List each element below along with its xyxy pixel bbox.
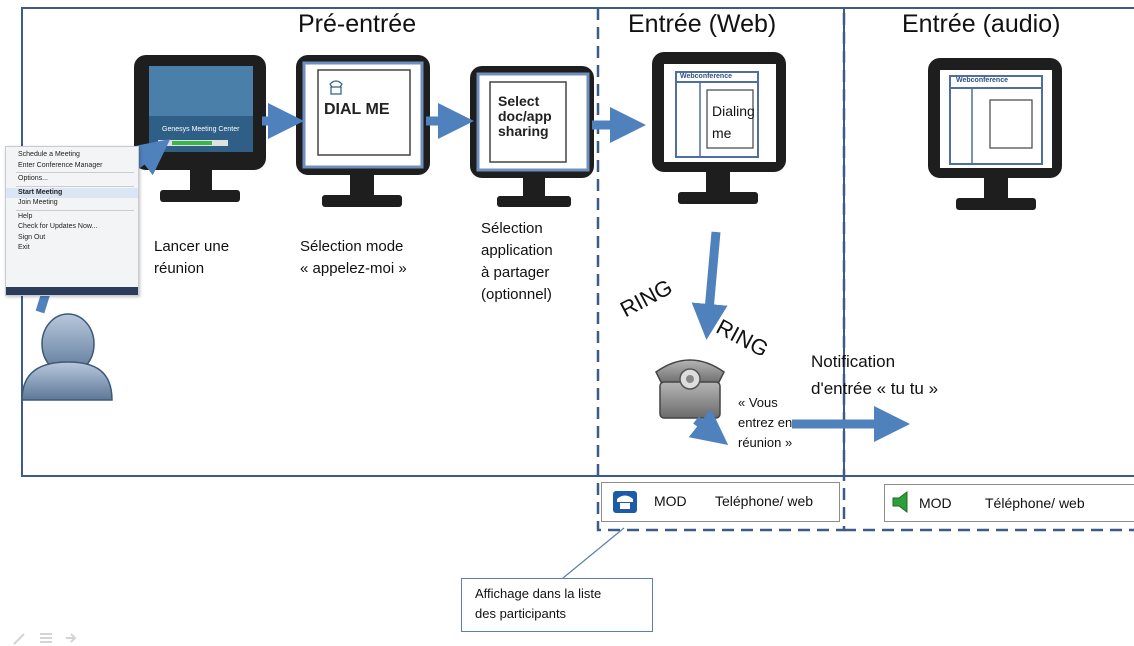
vous-line-3: réunion » bbox=[738, 435, 793, 450]
menu-item-check-updates[interactable]: Check for Updates Now... bbox=[18, 223, 98, 230]
caption-launch-line-1: Lancer une bbox=[154, 238, 230, 255]
select-doc-line-2: doc/app bbox=[498, 108, 552, 124]
phase-title-pre-entry: Pré-entrée bbox=[298, 10, 417, 38]
caption-mode-line-2: « appelez-moi » bbox=[300, 260, 407, 277]
dialing-line-2: me bbox=[712, 125, 732, 141]
dialing-line-1: Dialing bbox=[712, 103, 755, 119]
participant-type-web: Teléphone/ web bbox=[715, 493, 814, 509]
participant-row-web: MOD Teléphone/ web bbox=[601, 482, 840, 522]
caption-mode-line-1: Sélection mode bbox=[300, 238, 404, 255]
taskbar bbox=[6, 287, 138, 295]
callout-pointer bbox=[562, 527, 625, 579]
select-doc-label: Select doc/app sharing bbox=[498, 94, 552, 139]
arrow-icon bbox=[66, 633, 77, 643]
menu-icon bbox=[40, 633, 52, 643]
webconf-title-audio: Webconference bbox=[956, 77, 1008, 84]
arrow-web-to-phone bbox=[691, 231, 728, 340]
monitor-audio bbox=[928, 58, 1062, 210]
vous-entrez-label: « Vous entrez en réunion » bbox=[738, 393, 792, 453]
menu-item-conference-manager[interactable]: Enter Conference Manager bbox=[18, 161, 103, 169]
telephone-icon bbox=[613, 491, 637, 513]
caption-mode: Sélection mode « appelez-moi » bbox=[300, 236, 407, 280]
menu-item-help[interactable]: Help bbox=[18, 212, 33, 220]
callout-line-2: des participants bbox=[475, 606, 567, 621]
notification-line-1: Notification bbox=[811, 352, 896, 371]
telephone-icon bbox=[655, 359, 725, 419]
select-doc-line-3: sharing bbox=[498, 123, 549, 139]
user-silhouette-icon bbox=[21, 313, 113, 401]
notification-label: Notification d'entrée « tu tu » bbox=[811, 348, 938, 402]
monitor-dial-me bbox=[296, 55, 430, 207]
footer-icons bbox=[13, 633, 77, 645]
vous-line-1: « Vous bbox=[738, 395, 778, 410]
caption-app: Sélection application à partager (option… bbox=[481, 218, 553, 306]
menu-separator bbox=[16, 172, 134, 173]
caption-launch: Lancer une réunion bbox=[154, 236, 229, 280]
caption-app-line-2: application bbox=[481, 242, 553, 259]
caption-app-line-3: à partager bbox=[481, 264, 550, 281]
participant-mode-web: MOD bbox=[654, 493, 687, 509]
menu-separator bbox=[16, 185, 134, 187]
caption-launch-line-2: réunion bbox=[154, 260, 205, 277]
participant-list-callout: Affichage dans la liste des participants bbox=[461, 578, 653, 632]
menu-item-exit[interactable]: Exit bbox=[18, 244, 30, 251]
caption-app-line-4: (optionnel) bbox=[481, 286, 552, 303]
menu-item-join-meeting[interactable]: Join Meeting bbox=[18, 199, 58, 206]
speaker-icon bbox=[892, 491, 908, 513]
menu-item-options[interactable]: Options... bbox=[18, 175, 48, 182]
dial-me-label: DIAL ME bbox=[324, 101, 390, 118]
phase-title-entry-audio: Entrée (audio) bbox=[902, 10, 1061, 38]
notification-line-2: d'entrée « tu tu » bbox=[811, 379, 939, 398]
menu-item-start-meeting[interactable]: Start Meeting bbox=[6, 187, 138, 198]
vous-line-2: entrez en bbox=[738, 415, 793, 430]
select-doc-line-1: Select bbox=[498, 93, 540, 109]
participant-row-audio: MOD Téléphone/ web bbox=[884, 484, 1134, 522]
pen-icon bbox=[13, 633, 25, 645]
webconf-title: Webconference bbox=[680, 73, 732, 80]
callout-line-1: Affichage dans la liste bbox=[475, 586, 602, 601]
participant-type-audio: Téléphone/ web bbox=[985, 495, 1085, 511]
web-dashed-region bbox=[596, 8, 846, 532]
splash-brand: Genesys Meeting Center bbox=[162, 126, 240, 133]
caption-app-line-1: Sélection bbox=[481, 220, 543, 237]
menu-separator bbox=[16, 209, 134, 211]
monitor-select-doc bbox=[470, 66, 594, 207]
menu-item-sign-out[interactable]: Sign Out bbox=[18, 233, 46, 241]
phase-title-entry-web: Entrée (Web) bbox=[628, 10, 777, 38]
monitor-dialing bbox=[652, 52, 786, 204]
menu-item-schedule[interactable]: Schedule a Meeting bbox=[18, 151, 80, 158]
tray-context-menu: Schedule a Meeting Enter Conference Mana… bbox=[5, 146, 139, 296]
arrow-phone-to-vous bbox=[688, 408, 729, 446]
participant-mode-audio: MOD bbox=[919, 495, 952, 511]
dialing-me-label: Dialing me bbox=[712, 100, 755, 144]
